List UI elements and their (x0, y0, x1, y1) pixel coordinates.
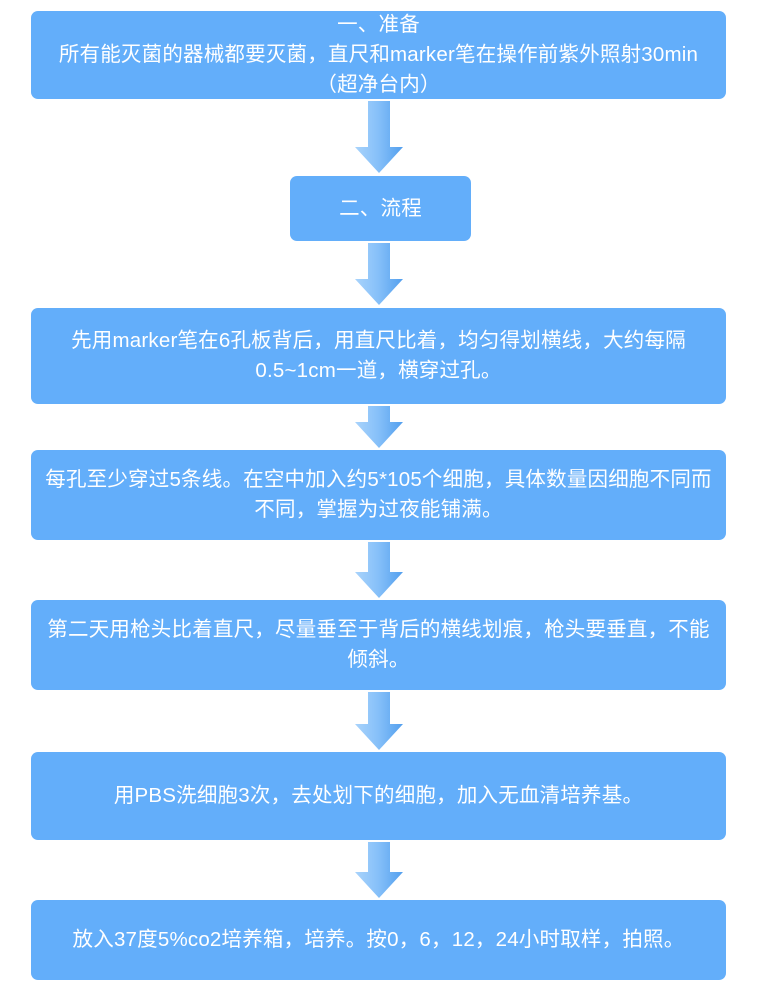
step-draw-lines[interactable]: 先用marker笔在6孔板背后，用直尺比着，均匀得划横线，大约每隔0.5~1cm… (31, 308, 726, 404)
step-wash-pbs[interactable]: 用PBS洗细胞3次，去处划下的细胞，加入无血清培养基。 (31, 752, 726, 840)
step-seed-cells[interactable]: 每孔至少穿过5条线。在空中加入约5*105个细胞，具体数量因细胞不同而不同，掌握… (31, 450, 726, 540)
arrow-seed-to-scratch (355, 542, 403, 598)
arrow-wash-to-incubate (355, 842, 403, 898)
step-process-header[interactable]: 二、流程 (290, 176, 471, 241)
arrow-prepare-to-process (355, 101, 403, 173)
step-scratch[interactable]: 第二天用枪头比着直尺，尽量垂至于背后的横线划痕，枪头要垂直，不能倾斜。 (31, 600, 726, 690)
step-preparation[interactable]: 一、准备 所有能灭菌的器械都要灭菌，直尺和marker笔在操作前紫外照射30mi… (31, 11, 726, 99)
step-incubate-photograph[interactable]: 放入37度5%co2培养箱，培养。按0，6，12，24小时取样，拍照。 (31, 900, 726, 980)
arrow-process-to-lines (355, 243, 403, 305)
arrow-scratch-to-wash (355, 692, 403, 750)
arrow-lines-to-seed (355, 406, 403, 448)
